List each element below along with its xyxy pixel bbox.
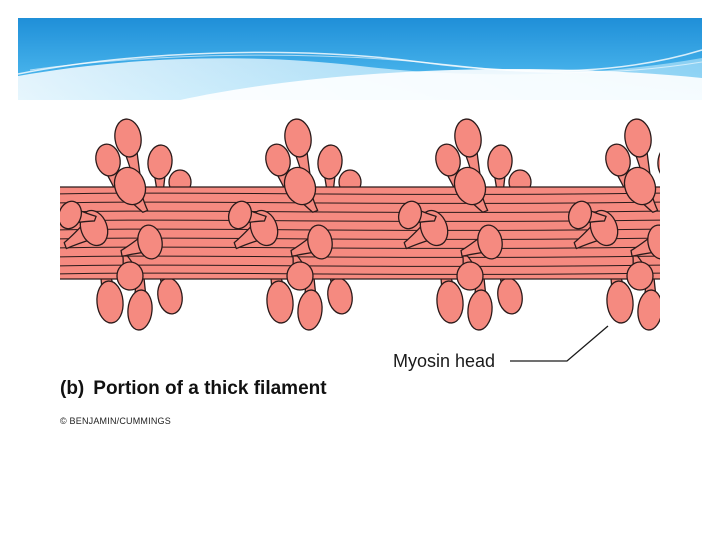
- myosin-head: [679, 170, 701, 202]
- callout-leader-line: [0, 300, 720, 380]
- figure-caption-tag: (b): [60, 378, 84, 399]
- figure-caption-text: Portion of a thick filament: [93, 378, 326, 399]
- myosin-head: [0, 144, 4, 202]
- slide-header-banner: [0, 0, 720, 110]
- myosin-head-label: Myosin head: [393, 351, 495, 372]
- myosin-head: [0, 170, 21, 202]
- copyright-notice: © BENJAMIN/CUMMINGS: [60, 416, 171, 426]
- figure-caption: (b) Portion of a thick filament: [60, 378, 327, 400]
